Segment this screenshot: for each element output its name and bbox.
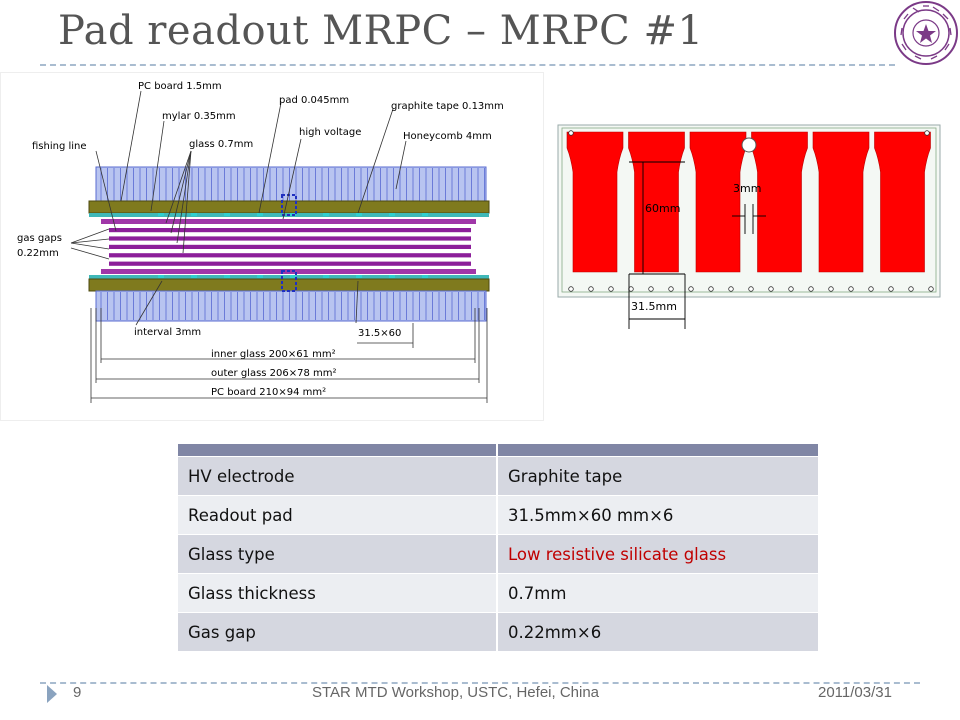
label-pad-size: 31.5×60 bbox=[358, 328, 401, 339]
footer-arrow-icon bbox=[47, 685, 57, 703]
readout-pad bbox=[689, 131, 747, 273]
table-row: Glass thickness 0.7mm bbox=[178, 573, 818, 613]
row-value: 0.22mm×6 bbox=[497, 612, 818, 652]
row-value: 0.7mm bbox=[497, 573, 818, 613]
readout-pad bbox=[751, 131, 808, 273]
bottom-honeycomb bbox=[95, 290, 487, 322]
glass-stack bbox=[101, 219, 476, 274]
mrpc-cross-section-diagram: PC board 1.5mm mylar 0.35mm pad 0.045mm … bbox=[0, 72, 544, 421]
table-row: Gas gap 0.22mm×6 bbox=[178, 612, 818, 652]
label-honeycomb: Honeycomb 4mm bbox=[403, 131, 492, 142]
label-mylar: mylar 0.35mm bbox=[162, 111, 236, 122]
label-outer-glass: outer glass 206×78 mm² bbox=[211, 368, 337, 379]
row-value: 31.5mm×60 mm×6 bbox=[497, 495, 818, 535]
label-gas-gap-size: 0.22mm bbox=[17, 248, 59, 259]
label-high-voltage: high voltage bbox=[299, 127, 361, 138]
table-row: Glass type Low resistive silicate glass bbox=[178, 534, 818, 574]
label-inner-glass: inner glass 200×61 mm² bbox=[211, 349, 336, 360]
slide-title: Pad readout MRPC – MRPC #1 bbox=[58, 8, 704, 54]
label-fishing-line: fishing line bbox=[32, 141, 87, 152]
readout-pad bbox=[566, 131, 624, 273]
row-value: Low resistive silicate glass bbox=[497, 534, 818, 574]
row-param: Glass thickness bbox=[178, 573, 498, 613]
page-number: 9 bbox=[73, 684, 82, 701]
spec-table: HV electrode Graphite tape Readout pad 3… bbox=[178, 444, 818, 652]
row-param: Glass type bbox=[178, 534, 498, 574]
row-param: Readout pad bbox=[178, 495, 498, 535]
label-pad: pad 0.045mm bbox=[279, 95, 349, 106]
row-value: Graphite tape bbox=[497, 456, 818, 496]
label-pc-board-size: PC board 210×94 mm² bbox=[211, 387, 326, 398]
table-row: HV electrode Graphite tape bbox=[178, 456, 818, 496]
label-glass: glass 0.7mm bbox=[189, 139, 253, 150]
bottom-pc-board bbox=[88, 278, 490, 292]
label-interval: interval 3mm bbox=[134, 327, 201, 338]
row-param: Gas gap bbox=[178, 612, 498, 652]
row-param: HV electrode bbox=[178, 456, 498, 496]
readout-pad bbox=[628, 131, 685, 273]
footer-event: STAR MTD Workshop, USTC, Hefei, China bbox=[312, 684, 600, 701]
table-header-row bbox=[178, 444, 818, 457]
label-graphite-tape: graphite tape 0.13mm bbox=[391, 101, 504, 112]
readout-pad bbox=[812, 131, 870, 273]
label-pc-board: PC board 1.5mm bbox=[138, 81, 222, 92]
university-seal-logo bbox=[894, 1, 958, 65]
readout-pad bbox=[874, 131, 931, 273]
label-gas-gaps: gas gaps bbox=[17, 233, 62, 244]
top-pc-board bbox=[88, 200, 490, 214]
mounting-hole bbox=[741, 137, 757, 153]
pad-width-label: 31.5mm bbox=[631, 300, 677, 313]
table-row: Readout pad 31.5mm×60 mm×6 bbox=[178, 495, 818, 535]
footer-divider bbox=[40, 682, 920, 684]
footer-date: 2011/03/31 bbox=[818, 684, 892, 701]
readout-pad-figure bbox=[557, 124, 941, 298]
title-divider bbox=[40, 64, 895, 66]
